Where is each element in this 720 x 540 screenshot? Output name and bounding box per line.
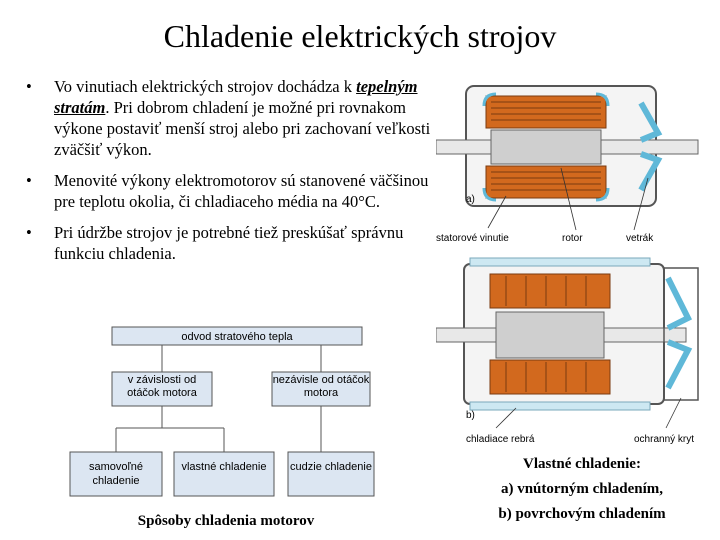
motor-b-rotor <box>495 311 605 359</box>
bullet-emphasis: tepelným stratám <box>54 77 418 117</box>
callout-line <box>487 195 507 229</box>
label-own-cooling: vlastné chladenie <box>181 461 267 473</box>
motor-cooling-figure: a) statorové vinutie rotor vetrák b) chl… <box>436 85 699 445</box>
slide-title: Chladenie elektrických strojov <box>163 18 557 54</box>
box-natural-cooling-text: samovoľné chladenie <box>89 461 143 487</box>
diagram-caption: Spôsoby chladenia motorov <box>137 513 315 529</box>
box-foreign-cooling <box>287 451 375 497</box>
motor-b-winding-bottom <box>489 359 611 395</box>
label-stator-winding: statorové vinutie <box>436 233 509 244</box>
bullet-dot: • <box>26 77 32 96</box>
motor-b-winding-top <box>489 273 611 309</box>
motor-a-airflow-icon <box>482 92 610 202</box>
callout-line <box>495 407 517 429</box>
motor-b-winding-lines <box>505 276 587 392</box>
motor-a-winding-bottom <box>485 165 607 199</box>
motor-a-winding-top <box>485 95 607 129</box>
label-foreign-cooling: cudzie chladenie <box>290 461 372 473</box>
motor-a-fan <box>638 101 663 192</box>
bullet-text-pre: Vo vinutiach elektrických strojov dochád… <box>54 77 357 96</box>
box-own-cooling <box>173 451 275 497</box>
figure-caption: Vlastné chladenie: a) vnútorným chladení… <box>468 452 696 527</box>
cooling-methods-diagram: odvod stratového tepla v závislosti od o… <box>69 326 375 497</box>
caption-line-1: Vlastné chladenie: <box>523 456 641 472</box>
box-heat-removal-label: odvod stratového tepla <box>181 331 293 343</box>
callout-line <box>665 397 682 429</box>
box-heat-removal <box>111 326 363 346</box>
bullet-text: Pri údržbe strojov je potrebné tiež pres… <box>54 223 404 263</box>
bullet-item: • Pri údržbe strojov je potrebné tiež pr… <box>22 222 442 264</box>
motor-b-cooling-fins <box>469 257 651 411</box>
box-natural-cooling <box>69 451 163 497</box>
label-protective-cover: ochranný kryt <box>634 434 694 445</box>
callout-line <box>633 177 649 231</box>
box-speed-independent-text: nezávisle od otáčok motora <box>272 374 370 399</box>
bullet-text-post: . Pri dobrom chladení je možné pri rovna… <box>54 98 431 159</box>
motor-a-label: a) <box>466 194 475 205</box>
motor-b-protective-cover <box>663 267 699 401</box>
motor-a-rotor <box>490 129 602 165</box>
caption-line-3: b) povrchovým chladením <box>498 506 666 522</box>
box-speed-independent <box>271 371 371 407</box>
box-speed-dependent <box>111 371 213 407</box>
motor-a-winding-lines <box>491 101 601 191</box>
caption-line-2: a) vnútorným chladením, <box>500 481 664 497</box>
callout-line <box>560 167 577 231</box>
label-speed-dependent: v závislosti od otáčok motora <box>127 374 197 399</box>
label-speed-independent: nezávisle od otáčok motora <box>272 374 370 399</box>
bullet-dot: • <box>26 171 32 190</box>
label-natural-cooling: samovoľné chladenie <box>89 461 143 487</box>
label-fan: vetrák <box>626 233 654 244</box>
diagram-connectors <box>115 345 322 452</box>
box-speed-dependent-text: v závislosti od otáčok motora <box>127 374 197 399</box>
label-rotor: rotor <box>562 233 583 244</box>
box-own-cooling-text: vlastné chladenie <box>181 461 267 473</box>
bullet-list: • Vo vinutiach elektrických strojov doch… <box>22 76 442 274</box>
label-cooling-fins: chladiace rebrá <box>466 434 535 445</box>
motor-b-illustration <box>436 257 699 411</box>
bullet-dot: • <box>26 223 32 242</box>
bullet-item: • Menovité výkony elektromotorov sú stan… <box>22 170 442 212</box>
bullet-text: Menovité výkony elektromotorov sú stanov… <box>54 171 429 211</box>
motor-b-fan <box>665 276 693 390</box>
box-foreign-cooling-text: cudzie chladenie <box>290 461 372 473</box>
motor-a-illustration <box>436 85 699 207</box>
motor-b-label: b) <box>466 410 475 421</box>
bullet-item: • Vo vinutiach elektrických strojov doch… <box>22 76 442 160</box>
